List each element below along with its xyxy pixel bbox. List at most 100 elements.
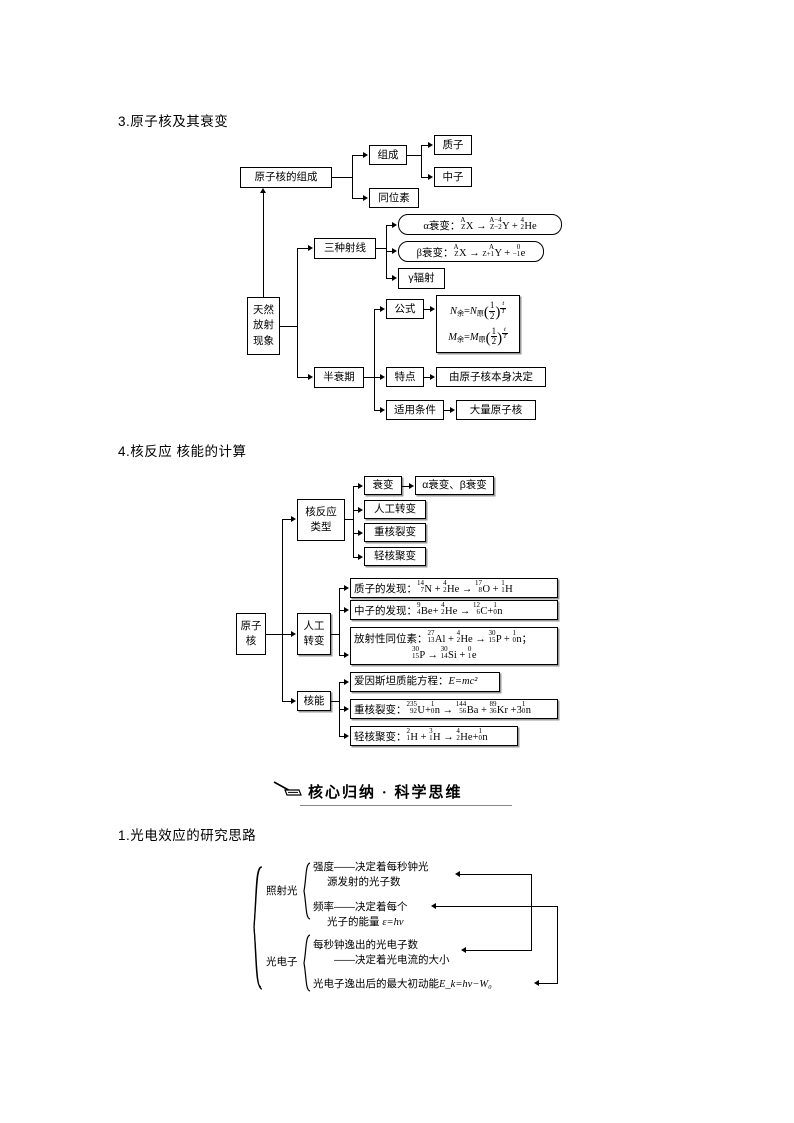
- node-line: 核: [245, 635, 257, 647]
- item-electron-count-line2: ——决定着光电流的大小: [334, 954, 450, 966]
- connector: [531, 874, 533, 951]
- arrow-icon: [392, 222, 397, 228]
- node-decay[interactable]: 衰变: [364, 476, 402, 495]
- node-line: 人工: [303, 619, 325, 632]
- photoelectron-brace-icon: [303, 934, 311, 992]
- section-heading-1: 1.光电效应的研究思路: [118, 828, 257, 843]
- node-proton[interactable]: 质子: [434, 135, 472, 155]
- connector: [421, 177, 429, 179]
- node-atomic-nucleus-root[interactable]: 原子 核: [236, 613, 266, 655]
- banner-title: 核心归纳 · 科学思维: [308, 784, 463, 801]
- node-made-of[interactable]: 组成: [369, 145, 407, 165]
- connector: [424, 309, 431, 311]
- node-artificial-group[interactable]: 人工 转变: [297, 613, 331, 655]
- connector: [421, 145, 429, 147]
- arrow-icon: [344, 679, 349, 685]
- connector: [374, 410, 381, 412]
- connector: [460, 874, 532, 876]
- arrow-icon: [344, 706, 349, 712]
- item-intensity-line1: 强度——决定着每秒钟光: [313, 861, 429, 873]
- arrow-icon: [380, 374, 385, 380]
- node-condition-label[interactable]: 适用条件: [386, 400, 444, 420]
- arrow-icon: [430, 306, 435, 312]
- connector: [339, 588, 341, 656]
- connector: [280, 326, 297, 328]
- node-heavy-fission[interactable]: 重核裂变: [364, 523, 426, 542]
- arrow-icon: [358, 483, 363, 489]
- node-gamma-radiation[interactable]: γ辐射: [398, 268, 445, 289]
- connector: [374, 377, 381, 379]
- node-line: 原子: [240, 619, 262, 632]
- arrow-icon: [308, 245, 313, 251]
- connector: [352, 198, 364, 200]
- node-decay-detail[interactable]: α衰变、β衰变: [415, 476, 494, 495]
- connector: [282, 519, 284, 702]
- node-feature-label[interactable]: 特点: [386, 367, 424, 387]
- node-formula-label[interactable]: 公式: [386, 299, 424, 319]
- connector: [407, 155, 421, 157]
- arrow-icon: [409, 483, 414, 489]
- connector: [339, 610, 345, 612]
- connector: [339, 709, 345, 711]
- node-half-life[interactable]: 半衰期: [314, 367, 364, 388]
- section-banner: 核心归纳 · 科学思维: [272, 780, 463, 802]
- incident-light-brace-icon: [303, 862, 311, 920]
- node-natural-radioactivity[interactable]: 天然 放射 现象: [247, 297, 280, 355]
- connector: [539, 983, 558, 985]
- node-nucleus-composition[interactable]: 原子核的组成: [240, 167, 332, 188]
- arrow-icon: [291, 516, 296, 522]
- node-nuclear-energy[interactable]: 核能: [297, 691, 331, 711]
- arrow-icon: [455, 871, 460, 877]
- node-feature-value[interactable]: 由原子核本身决定: [436, 367, 546, 387]
- connector: [297, 377, 309, 379]
- node-mass-energy-equation[interactable]: 爱因斯坦质能方程：E=mc²: [350, 672, 500, 692]
- connector: [374, 309, 381, 311]
- arrow-icon: [450, 407, 455, 413]
- node-condition-value[interactable]: 大量原子核: [456, 400, 536, 420]
- banner-underline: [300, 805, 512, 806]
- arrow-icon: [260, 188, 266, 193]
- frequency-line2-text: 光子的能量: [327, 916, 383, 928]
- node-three-rays[interactable]: 三种射线: [314, 238, 376, 259]
- item-intensity-line2: 源发射的光子数: [327, 876, 401, 888]
- connector: [386, 251, 393, 253]
- connector: [353, 486, 359, 488]
- photon-energy-formula: ε=hν: [382, 917, 404, 928]
- node-artificial-transmutation[interactable]: 人工转变: [364, 500, 426, 519]
- connector: [339, 655, 345, 657]
- arrow-icon: [461, 947, 466, 953]
- node-line: 现象: [253, 334, 274, 347]
- arrow-icon: [363, 152, 368, 158]
- node-neutron[interactable]: 中子: [434, 167, 472, 187]
- connector: [364, 377, 374, 379]
- connector: [263, 193, 265, 297]
- connector: [386, 225, 393, 227]
- connector: [352, 155, 364, 157]
- connector: [339, 736, 345, 738]
- node-light-fusion[interactable]: 轻核聚变: [364, 547, 426, 566]
- group-label-photoelectron: 光电子: [266, 956, 298, 968]
- connector: [331, 634, 339, 636]
- node-reaction-type[interactable]: 核反应 类型: [297, 499, 345, 541]
- connector: [352, 155, 354, 199]
- connector: [339, 682, 345, 684]
- node-isotope[interactable]: 同位素: [369, 188, 419, 208]
- connector: [376, 248, 386, 250]
- connector: [331, 701, 339, 703]
- arrow-icon: [291, 631, 296, 637]
- arrow-icon: [344, 607, 349, 613]
